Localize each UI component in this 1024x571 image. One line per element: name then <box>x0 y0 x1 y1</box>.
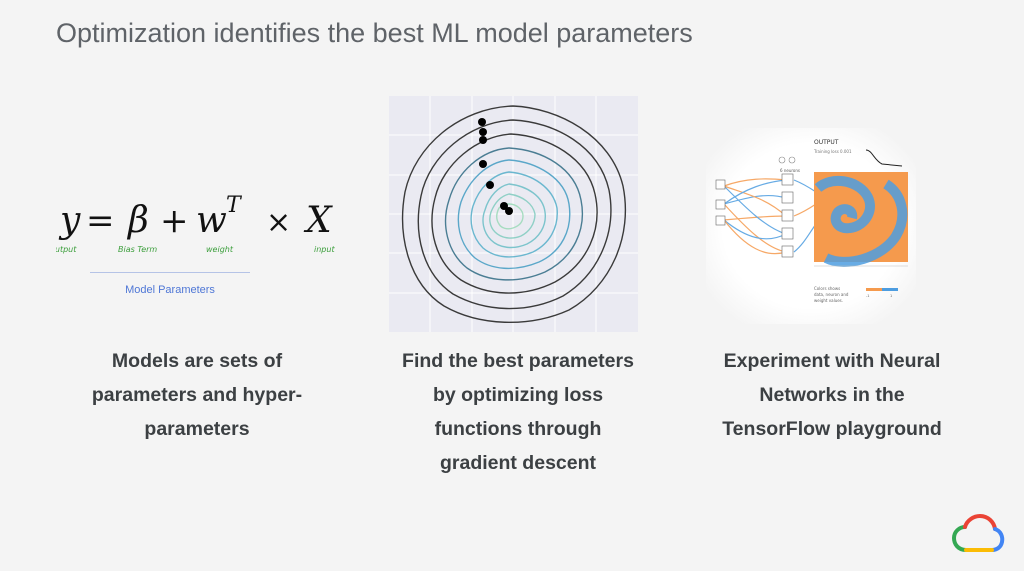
layer-controls <box>778 156 796 164</box>
caption-line: gradient descent <box>439 452 597 474</box>
model-equation: y = β + w T × X output Bias Term weight … <box>56 193 335 254</box>
descent-point-3 <box>479 136 487 144</box>
caption-line: functions through <box>434 418 602 440</box>
eq-superscript: T <box>226 193 243 218</box>
playground-output-label: OUTPUT <box>814 139 839 146</box>
neurons-label: 6 neurons <box>780 168 800 173</box>
descent-point-5 <box>486 181 494 189</box>
descent-point-7 <box>505 207 513 215</box>
contour-outer-3 <box>431 133 598 294</box>
legend-line-2: data, neuron and <box>814 292 849 297</box>
spiral-pattern <box>814 175 908 267</box>
contour-outer-2 <box>417 119 612 310</box>
caption-line: parameters <box>144 418 250 440</box>
descent-point-1 <box>478 118 486 126</box>
caption-models: Models are sets of parameters and hyper-… <box>62 344 332 446</box>
caption-optimization: Find the best parameters by optimizing l… <box>383 344 653 480</box>
annotation-weight: weight <box>206 245 234 254</box>
eq-times: × <box>266 205 291 240</box>
caption-line: Networks in the <box>759 384 905 406</box>
legend-min: -1 <box>866 294 870 298</box>
input-neurons <box>715 179 726 226</box>
annotation-output: output <box>56 245 77 254</box>
caption-playground: Experiment with Neural Networks in the T… <box>697 344 967 446</box>
legend-line-3: weight values. <box>814 298 843 303</box>
caption-line: by optimizing loss <box>432 384 604 406</box>
loss-contour-plot <box>389 96 638 332</box>
caption-line: Find the best parameters <box>402 350 634 372</box>
tensorflow-playground-screenshot: OUTPUT Training loss 0.001 6 neurons Col <box>706 128 916 324</box>
descent-point-6 <box>500 202 508 210</box>
annotation-input: input <box>314 245 335 254</box>
color-legend-bar-orange <box>866 288 882 291</box>
parameters-underline <box>90 272 250 273</box>
color-legend-text: Colors shows data, neuron and weight val… <box>814 286 849 303</box>
caption-line: Models are sets of <box>111 350 283 372</box>
eq-equals: = <box>86 201 115 241</box>
eq-X: X <box>303 200 333 241</box>
descent-point-4 <box>479 160 487 168</box>
caption-line: Experiment with Neural <box>723 350 941 372</box>
descent-point-2 <box>479 128 487 136</box>
eq-y: y <box>58 200 81 241</box>
legend-line-1: Colors shows <box>814 286 840 291</box>
contour-outer-1 <box>401 105 627 323</box>
eq-plus: + <box>160 201 189 241</box>
hidden-neurons <box>781 173 794 258</box>
playground-training-loss: Training loss 0.001 <box>813 149 852 154</box>
model-parameters-label: Model Parameters <box>125 284 215 296</box>
loss-curve <box>865 149 903 167</box>
google-cloud-logo <box>951 514 1005 552</box>
legend-max: 1 <box>890 294 892 298</box>
connection-lines <box>723 178 817 255</box>
eq-beta: β <box>126 200 149 241</box>
caption-line: TensorFlow playground <box>722 418 942 440</box>
slide-title: Optimization identifies the best ML mode… <box>56 18 693 48</box>
annotation-bias: Bias Term <box>118 245 157 254</box>
eq-w: w <box>196 200 227 241</box>
color-legend-bar-blue <box>882 288 898 291</box>
caption-line: parameters and hyper- <box>91 384 303 406</box>
